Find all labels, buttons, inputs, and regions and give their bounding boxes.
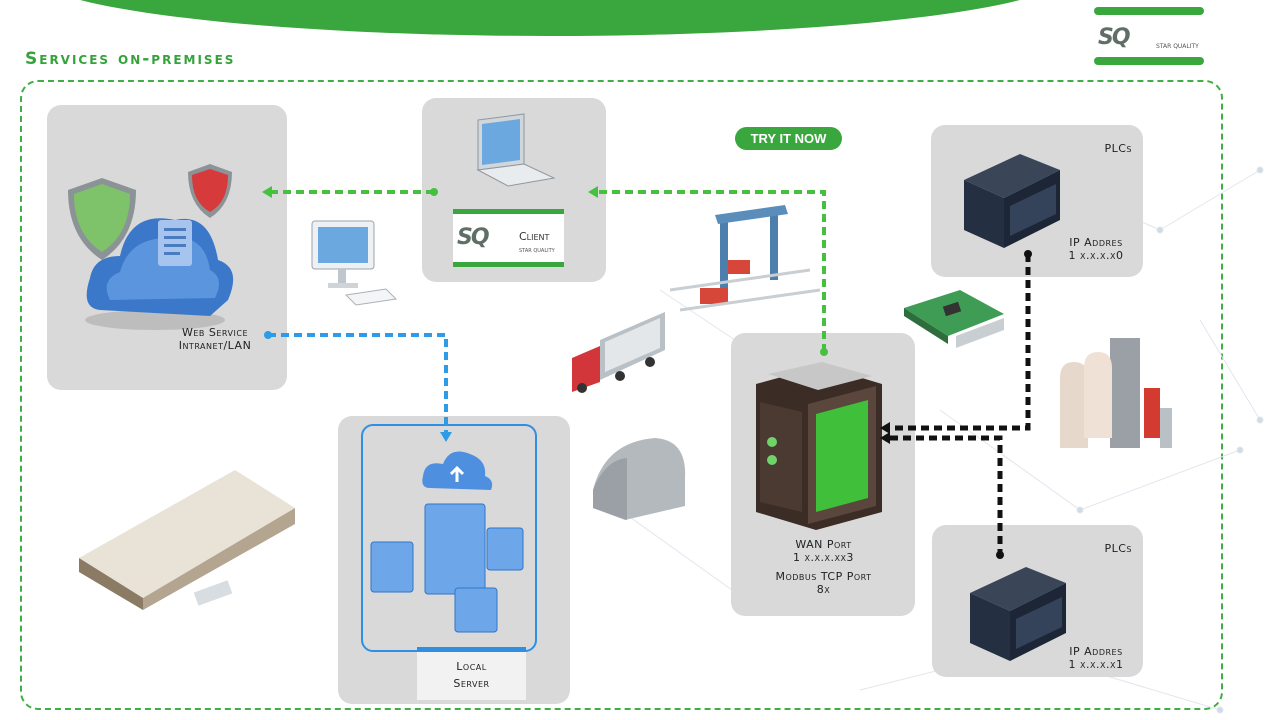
plc-bottom-ip-value: 1 x.x.x.x1 — [1068, 658, 1124, 671]
client-badge: SQ Client STAR QUALITY — [453, 209, 564, 267]
logistics-illustration — [572, 205, 821, 393]
circuit-board-icon — [904, 290, 1004, 348]
industrial-plant-icon — [1060, 338, 1172, 448]
green-link-client-to-web — [262, 186, 438, 198]
wan-port-label: WAN Port — [795, 538, 852, 551]
cloud-shadow — [85, 310, 225, 330]
server-rack-illustration — [370, 451, 524, 633]
plc-bottom-ip-label: IP Addres — [1069, 645, 1123, 658]
server-unit-left — [370, 541, 414, 593]
gantry-crane-icon — [669, 205, 821, 312]
gateway-info: WAN Port 1 x.x.x.xx3 Modbus TCP Port 8x — [741, 538, 906, 596]
blue-link-web-to-server — [264, 331, 452, 442]
upload-cloud-icon — [422, 451, 493, 490]
logo-tagline: STAR QUALITY — [1156, 43, 1199, 50]
wan-port-value: 1 x.x.x.xx3 — [793, 551, 854, 564]
plc-top-ip-value: 1 x.x.x.x0 — [1068, 249, 1124, 262]
gateway-device-icon — [756, 362, 882, 530]
client-logo-mark: SQ — [457, 225, 490, 250]
plc-top-device-icon — [964, 154, 1060, 248]
web-service-line2: Intranet/LAN — [178, 339, 252, 352]
plc-bottom-ip: IP Addres 1 x.x.x.x1 — [1050, 645, 1142, 671]
page-title: Services on-premises — [25, 49, 236, 69]
modbus-port-value: 8x — [816, 583, 831, 596]
web-service-line1: Web Service — [181, 326, 249, 339]
modbus-link-plc-top — [880, 250, 1032, 434]
local-server-line1: Local — [456, 660, 487, 673]
green-shield-icon — [68, 178, 136, 260]
plc-bottom-device-icon — [970, 567, 1066, 661]
brand-logo: SQ STAR QUALITY — [1094, 7, 1204, 65]
logo-top-bar — [1094, 7, 1204, 15]
document-icon — [158, 220, 192, 266]
cloud-security-illustration — [68, 164, 234, 330]
plc-top-title: PLCs — [1104, 142, 1132, 155]
web-service-label: Web Service Intranet/LAN — [160, 326, 270, 352]
hangar-icon — [593, 438, 686, 520]
plc-top-ip: IP Addres 1 x.x.x.x0 — [1050, 236, 1142, 262]
truck-icon — [572, 312, 665, 393]
modbus-port-label: Modbus TCP Port — [775, 570, 872, 583]
plc-bottom-title: PLCs — [1104, 542, 1132, 555]
logo-mark: SQ — [1098, 25, 1131, 50]
logo-bottom-bar — [1094, 57, 1204, 65]
local-server-label: Local Server — [417, 647, 526, 700]
green-link-gateway-to-client — [588, 186, 828, 356]
server-unit-front — [454, 587, 498, 633]
client-tagline: STAR QUALITY — [519, 248, 555, 254]
client-label: Client — [519, 230, 550, 243]
gateway-green-panel — [816, 400, 868, 512]
on-premises-boundary — [20, 80, 1223, 710]
desktop-monitor-icon — [311, 220, 398, 306]
laptop-icon — [476, 113, 556, 187]
warehouse-icon — [79, 470, 295, 610]
local-server-line2: Server — [453, 677, 490, 690]
server-unit-right — [486, 527, 524, 571]
red-shield-icon — [188, 164, 232, 218]
try-it-now-button[interactable]: TRY IT NOW — [735, 127, 842, 150]
modbus-link-plc-bottom — [880, 432, 1004, 559]
plc-top-ip-label: IP Addres — [1069, 236, 1123, 249]
